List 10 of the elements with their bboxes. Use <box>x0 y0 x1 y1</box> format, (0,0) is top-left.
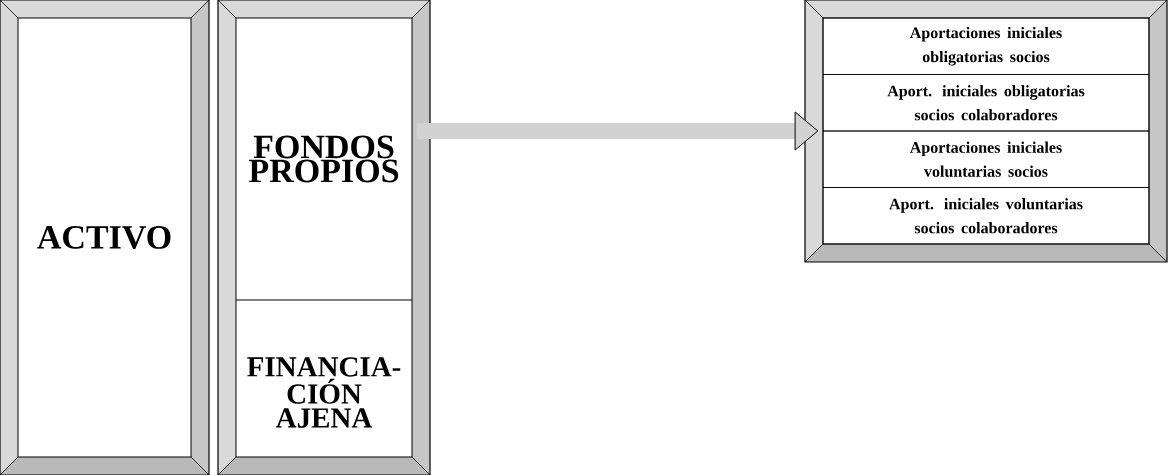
block-arrow <box>416 111 819 151</box>
framed-panel <box>217 0 431 475</box>
table-row: Aport. iniciales obligatorias socios colaboradores <box>822 74 1150 132</box>
section-label: FINANCIA- CIÓN AJENA <box>247 357 401 428</box>
section-label: FONDOS PROPIOS <box>249 135 399 183</box>
framed-box: ACTIVO <box>0 0 210 475</box>
table-row: Aport. iniciales voluntarias socios colaboradores <box>822 187 1150 245</box>
framed-panel <box>804 0 1168 263</box>
table-row: Aportaciones iniciales obligatorias socios <box>822 17 1150 75</box>
table-row: Aportaciones iniciales voluntarias socios <box>822 130 1150 188</box>
